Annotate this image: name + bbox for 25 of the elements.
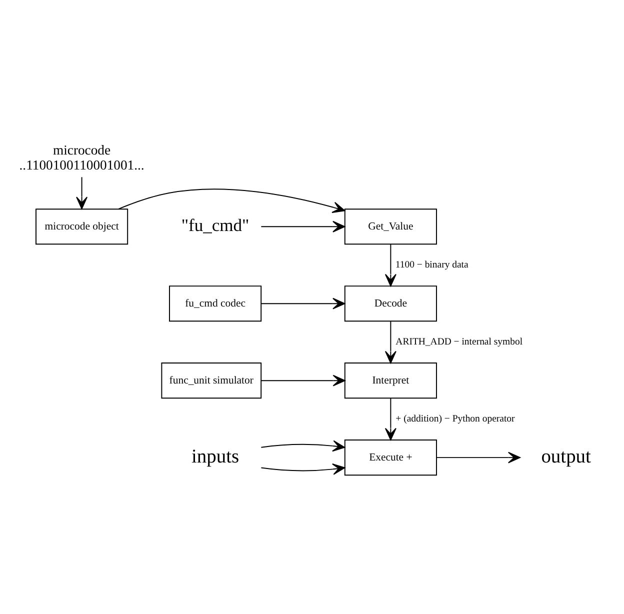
arrow	[118, 188, 346, 212]
node-text: "fu_cmd"	[181, 214, 250, 234]
node-text: microcode ..1100100110001001...	[19, 142, 144, 172]
arrow	[384, 397, 396, 440]
arrow	[260, 297, 346, 309]
arrow	[260, 440, 346, 452]
arrow	[436, 451, 521, 463]
arrow	[260, 220, 346, 232]
edge-label: 1100 − binary data	[395, 259, 468, 270]
node-box: microcode object	[36, 208, 128, 244]
edge-label: ARITH_ADD − internal symbol	[396, 336, 523, 348]
node-box: Decode	[344, 285, 437, 322]
node-box: Get_Value	[344, 208, 437, 244]
node-box: func_unit simulator	[161, 362, 262, 398]
node-text: inputs	[191, 446, 240, 467]
node-box: Execute +	[344, 439, 437, 476]
node-box: fu_cmd codec	[169, 285, 262, 322]
node-text: output	[541, 446, 591, 467]
arrow	[260, 462, 346, 474]
arrow	[76, 176, 88, 209]
arrow	[384, 320, 396, 363]
edge-label: + (addition) − Python operator	[396, 413, 515, 424]
arrow	[384, 243, 396, 286]
arrow	[260, 374, 346, 386]
node-box: Interpret	[344, 362, 437, 398]
